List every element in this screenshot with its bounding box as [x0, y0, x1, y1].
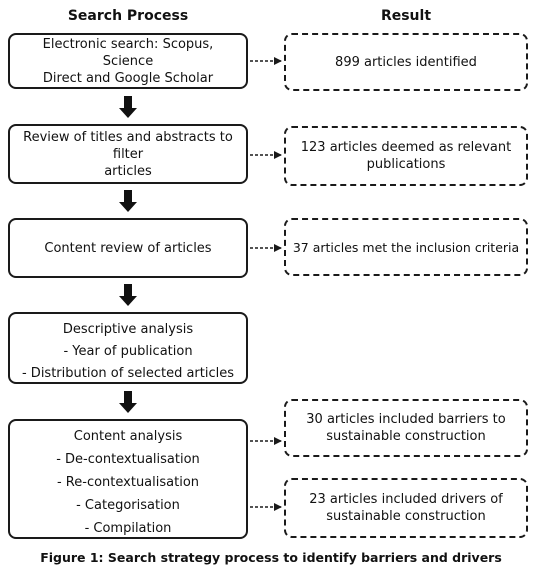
process-step-text: Direct and Google Scholar	[42, 70, 214, 86]
down-arrow	[119, 284, 137, 306]
result-text: 123 articles deemed as relevant	[300, 140, 512, 155]
process-step-title-abstract-review: Review of titles and abstracts to filter…	[8, 124, 248, 184]
result-text: 37 articles met the inclusion criteria	[292, 239, 520, 255]
result-text: 899 articles identified	[335, 54, 477, 70]
result-header: Result	[380, 8, 432, 24]
process-step-text: Descriptive analysis	[62, 322, 194, 337]
result-text: sustainable construction	[326, 429, 486, 444]
process-step-text: - Compilation	[84, 521, 172, 536]
process-step-electronic-search: Electronic search: Scopus, Science Direc…	[8, 33, 248, 89]
figure-caption: Figure 1: Search strategy process to ide…	[40, 550, 502, 565]
process-step-text: - Distribution of selected articles	[21, 366, 235, 381]
result-text: 30 articles included barriers to	[306, 412, 506, 427]
process-step-text: - Year of publication	[63, 344, 193, 359]
result-text: 23 articles included drivers of	[309, 492, 503, 507]
process-step-text: - De-contextualisation	[56, 452, 200, 467]
process-step-text: - Categorisation	[76, 498, 180, 513]
down-arrow	[119, 96, 137, 118]
process-step-text: Content analysis	[73, 429, 183, 444]
down-arrow	[119, 190, 137, 212]
process-step-text: Content review of articles	[44, 240, 212, 256]
down-arrow	[119, 391, 137, 413]
search-process-header: Search Process	[67, 8, 189, 24]
process-step-text: Electronic search: Scopus, Science	[42, 36, 214, 69]
result-text: publications	[366, 157, 446, 172]
process-step-text: articles	[104, 163, 152, 179]
result-23-articles-drivers: 23 articles included drivers of sustaina…	[284, 478, 528, 538]
process-step-descriptive-analysis: Descriptive analysis - Year of publicati…	[8, 312, 248, 384]
result-37-articles: 37 articles met the inclusion criteria	[284, 218, 528, 276]
result-123-articles: 123 articles deemed as relevant publicat…	[284, 126, 528, 186]
result-899-articles: 899 articles identified	[284, 33, 528, 91]
process-step-text: Review of titles and abstracts to filter	[23, 129, 233, 162]
process-step-content-analysis: Content analysis - De-contextualisation …	[8, 419, 248, 539]
process-step-text: - Re-contextualisation	[56, 475, 200, 490]
result-30-articles-barriers: 30 articles included barriers to sustain…	[284, 399, 528, 457]
process-step-content-review: Content review of articles	[8, 218, 248, 278]
result-text: sustainable construction	[326, 509, 486, 524]
